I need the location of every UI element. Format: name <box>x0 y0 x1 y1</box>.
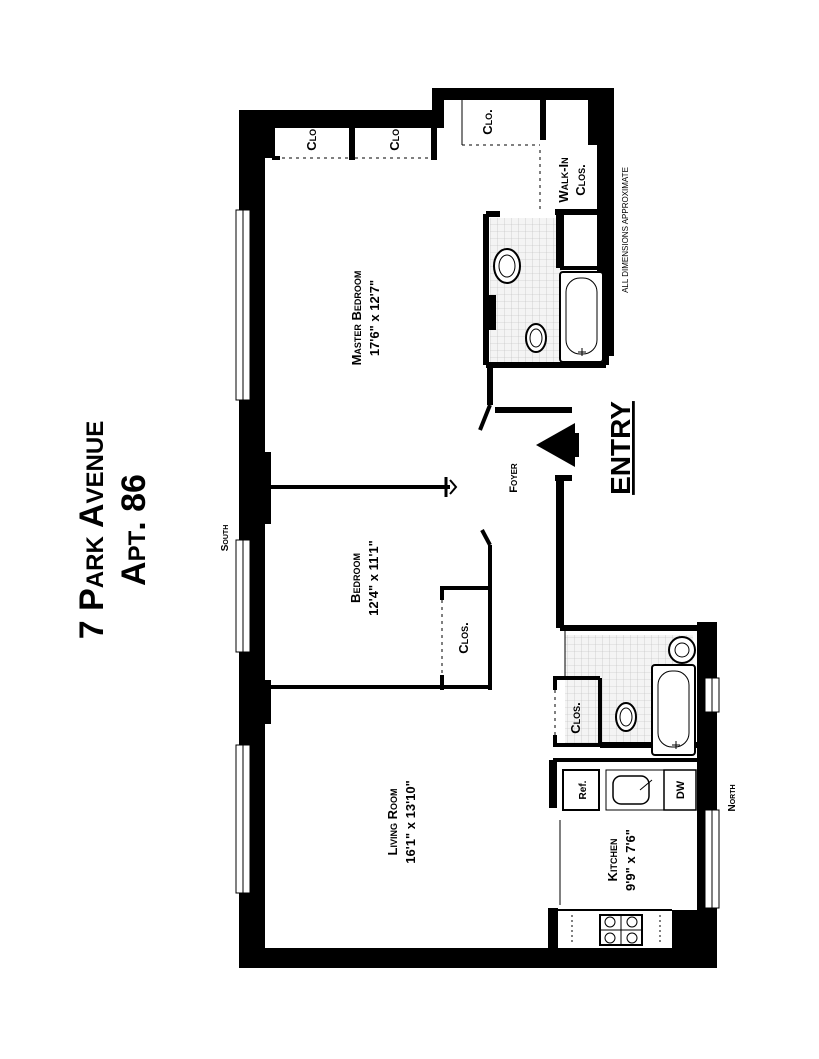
interior-walls <box>268 94 712 948</box>
compass-north: North <box>727 784 738 811</box>
entry-label: ENTRY <box>605 401 636 495</box>
title-line2: Apt. 86 <box>115 474 153 586</box>
master-bath-fixtures <box>493 248 604 363</box>
exterior-walls <box>239 88 717 968</box>
walk-in-closet-label-2: Clos. <box>573 164 588 196</box>
entry-arrow-icon <box>536 423 579 467</box>
foyer-label: Foyer <box>508 463 520 493</box>
kitchen-dims: 9'9" x 7'6" <box>623 829 638 891</box>
dimensions-note: All dimensions approximate <box>621 167 630 293</box>
closet-label-1: Clo. <box>304 125 319 151</box>
hall-bath-fixtures <box>615 636 696 756</box>
kitchen-fixtures <box>559 769 697 946</box>
living-room-name: Living Room <box>385 789 400 856</box>
hall-closet-label: Clos. <box>568 702 583 734</box>
master-bedroom-dims: 17'6" x 12'7" <box>367 280 382 356</box>
dishwasher-label: DW <box>675 780 687 799</box>
north-windows <box>704 677 720 909</box>
closet-doors <box>275 144 556 735</box>
closet-label-2: Clo. <box>387 125 402 151</box>
refrigerator-label: Ref. <box>578 780 589 799</box>
dishwasher <box>663 769 697 811</box>
refrigerator <box>562 769 600 811</box>
door-markers <box>449 479 458 495</box>
bedroom-closet-label: Clos. <box>456 622 471 654</box>
bedroom-dims: 12'4" x 11'1" <box>366 540 381 616</box>
kitchen-name: Kitchen <box>605 839 620 882</box>
compass-south: South <box>220 525 231 552</box>
bedroom-name: Bedroom <box>348 553 363 603</box>
south-windows <box>235 209 271 894</box>
master-bedroom-name: Master Bedroom <box>349 271 364 366</box>
living-room-dims: 16'1" x 13'10" <box>403 780 418 864</box>
title-line1: 7 Park Avenue <box>73 421 111 639</box>
walk-in-closet-label-1: Walk-In <box>556 157 571 202</box>
closet-label-3: Clo. <box>480 109 495 135</box>
